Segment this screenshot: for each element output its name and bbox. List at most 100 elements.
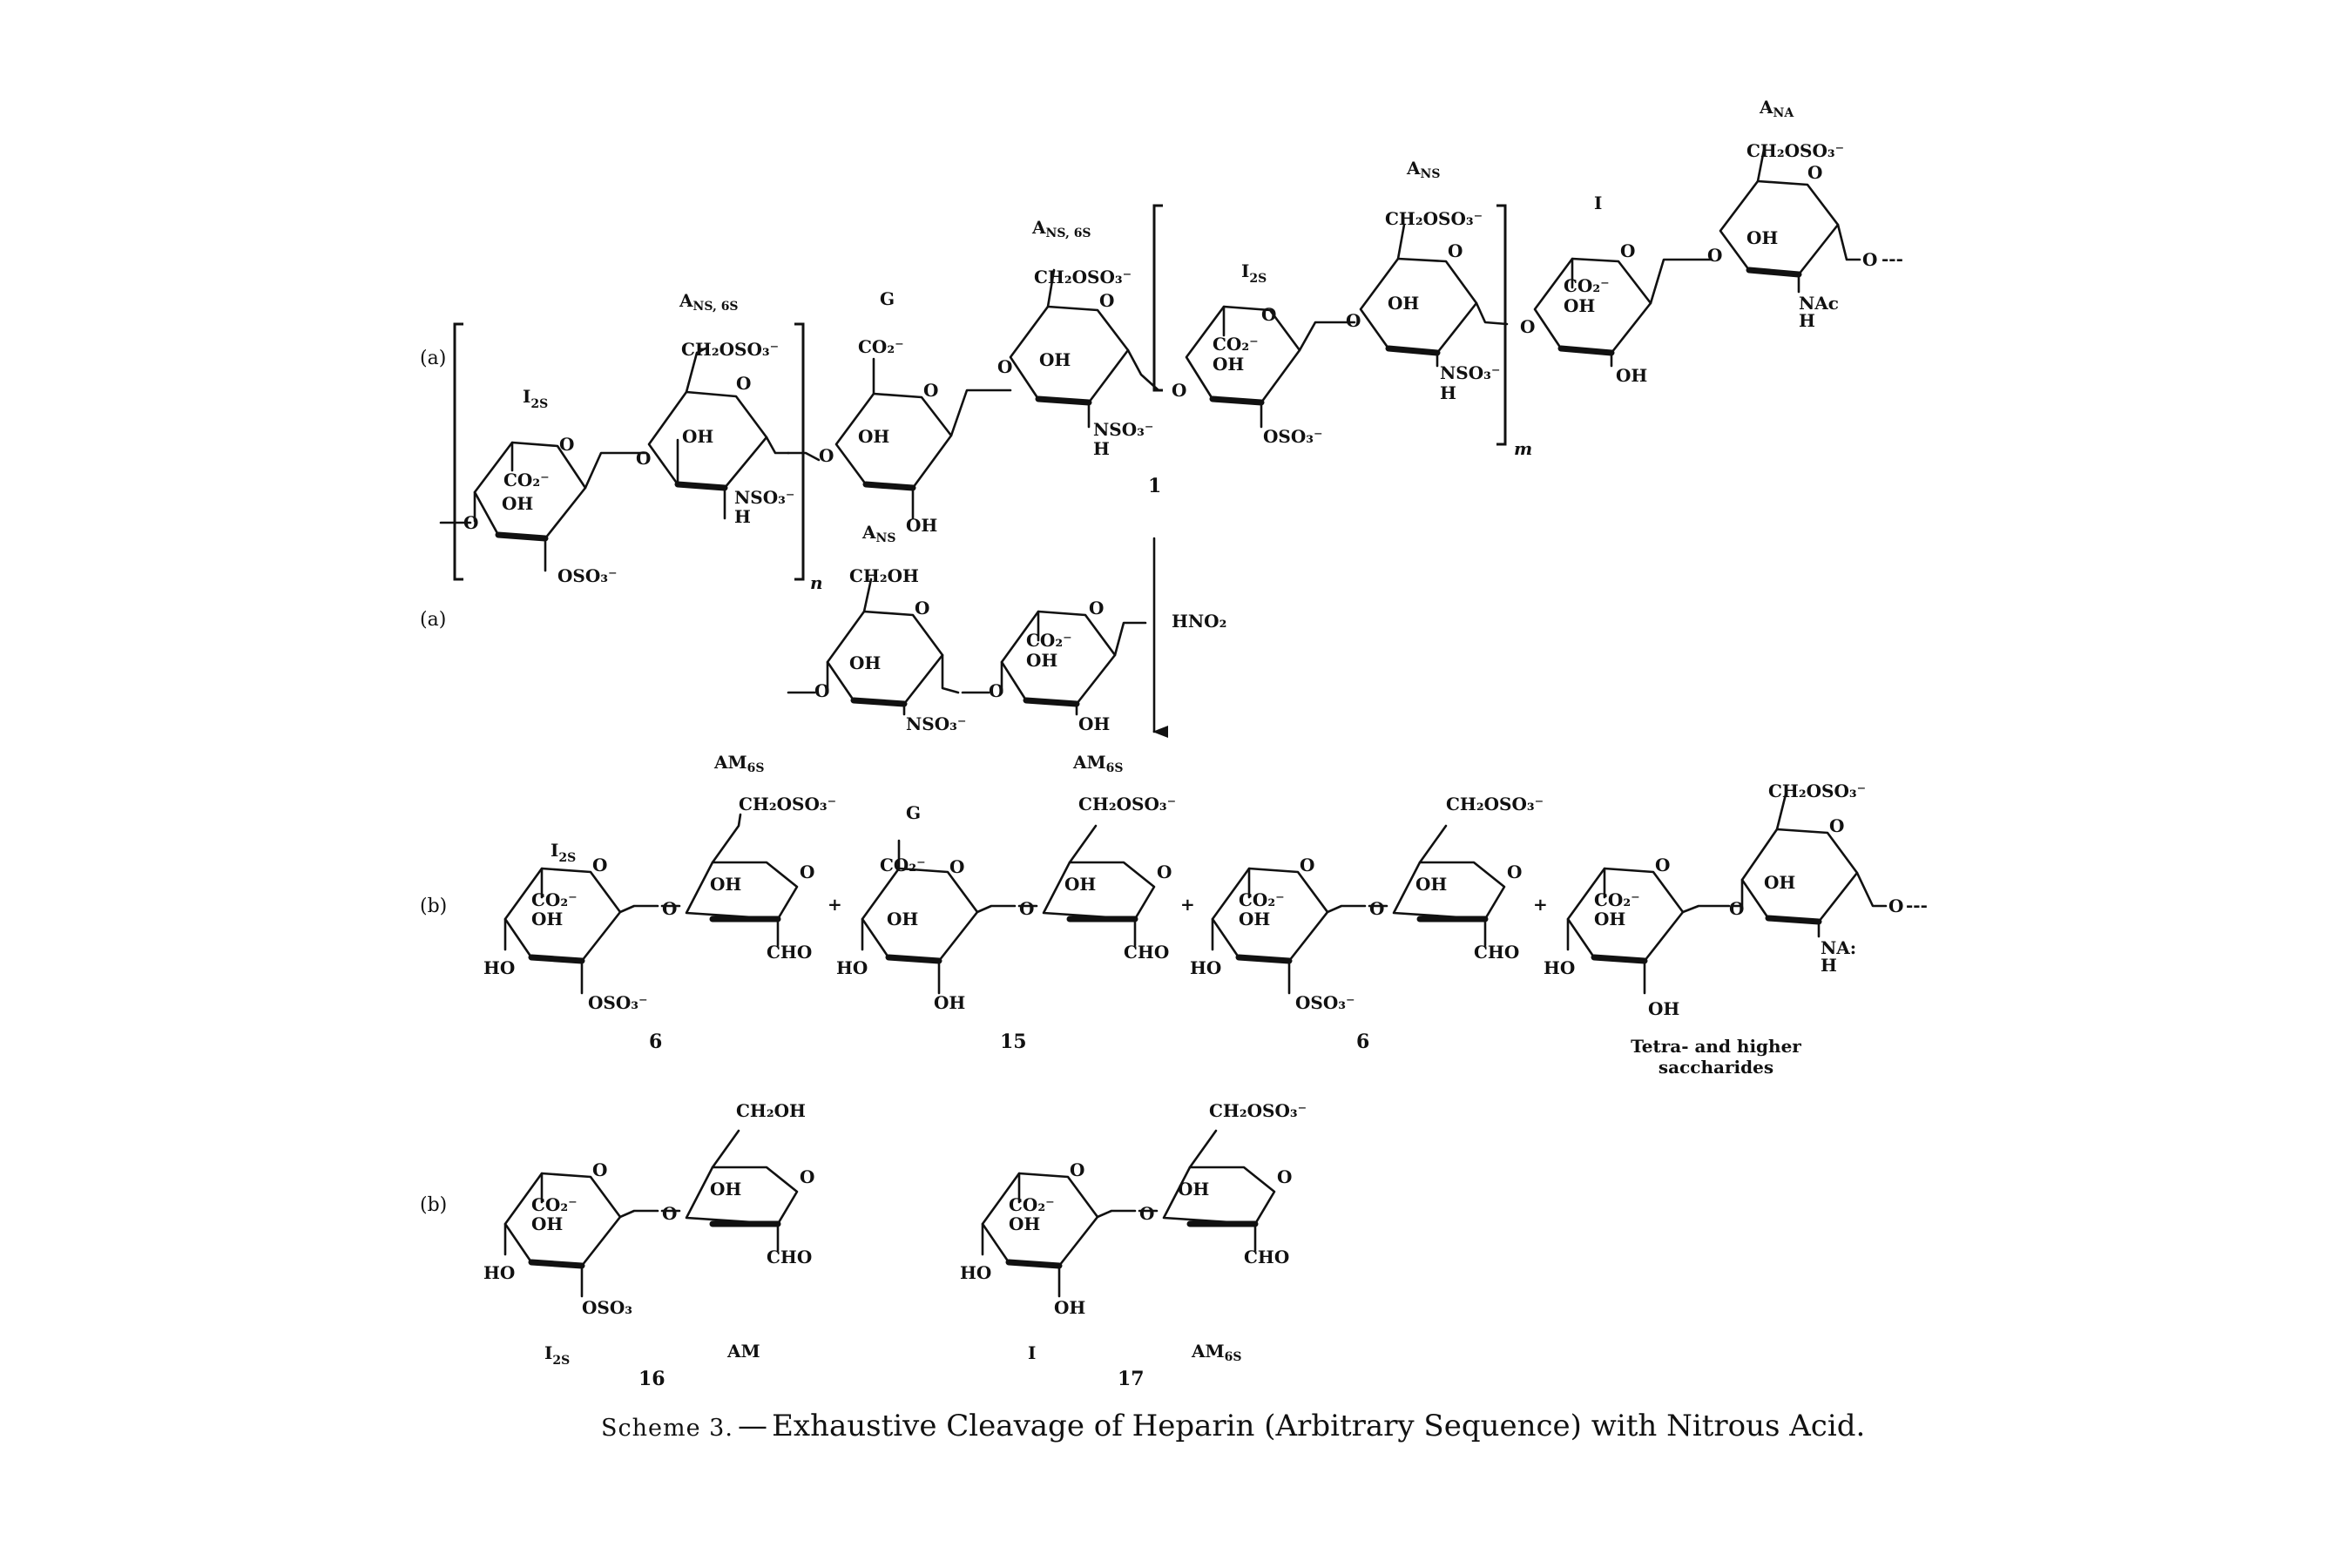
repeat-bracket-m-left — [1152, 204, 1163, 392]
row-label-a2: (a) — [420, 609, 446, 631]
repeat-m: m — [1514, 438, 1532, 459]
residue-label-I2S-a: I2S — [523, 386, 548, 411]
svg-text:CHO: CHO — [1474, 942, 1519, 963]
product-6b-anhydromannose: CH₂OSO₃⁻ O OH O CHO — [1368, 794, 1544, 963]
svg-text:O: O — [989, 680, 1003, 701]
residue-label-I-17: I — [1028, 1342, 1036, 1363]
reagent-label: HNO₂ — [1172, 611, 1226, 632]
svg-text:OH: OH — [858, 426, 889, 447]
svg-text:OH: OH — [1178, 1179, 1209, 1200]
svg-text:HO: HO — [1544, 957, 1575, 978]
svg-text:OH: OH — [1764, 872, 1795, 893]
compound-16: 16 — [638, 1368, 665, 1390]
svg-text:O: O — [1520, 316, 1535, 337]
residue-label-ANS6S-a: ANS, 6S — [679, 290, 739, 314]
row-label-b2: (b) — [420, 1194, 447, 1216]
plus-3: + — [1533, 894, 1548, 915]
ring-glucosamine-na-a: CH₂OSO₃⁻ O O OH O --- NAc H — [1707, 140, 1903, 331]
svg-text:O: O — [800, 1166, 814, 1187]
svg-text:O: O — [736, 373, 751, 394]
product-15-glucuronic: CO₂⁻ O OH HO OH — [836, 839, 1017, 1013]
svg-text:O: O — [1277, 1166, 1292, 1187]
svg-text:OH: OH — [1054, 1297, 1085, 1318]
svg-text:CH₂OSO₃⁻: CH₂OSO₃⁻ — [1209, 1100, 1307, 1121]
svg-text:CH₂OSO₃⁻: CH₂OSO₃⁻ — [1034, 267, 1132, 287]
svg-text:O: O — [923, 380, 938, 401]
residue-label-AM6S-b1: AM6S — [713, 752, 765, 775]
repeat-n: n — [810, 572, 823, 593]
svg-text:O: O — [1346, 310, 1361, 331]
svg-text:O: O — [662, 1203, 677, 1224]
svg-text:CHO: CHO — [767, 942, 812, 963]
svg-text:H: H — [1821, 955, 1837, 976]
svg-text:NAc: NAc — [1799, 293, 1839, 314]
svg-text:O: O — [1157, 862, 1172, 882]
svg-text:CH₂OSO₃⁻: CH₂OSO₃⁻ — [739, 794, 836, 814]
residue-label-ANS-mid: ANS — [861, 522, 895, 545]
svg-text:O: O — [1448, 240, 1463, 261]
svg-text:O: O — [1507, 862, 1522, 882]
product-tetra-glucosamine: CH₂OSO₃⁻ O OH O O --- NA: H — [1729, 781, 1928, 976]
svg-text:O: O — [997, 356, 1012, 377]
compound-17: 17 — [1118, 1368, 1145, 1390]
svg-text:O: O — [1620, 240, 1635, 261]
svg-text:CO₂⁻: CO₂⁻ — [503, 470, 550, 490]
product-16-uronic: O CO₂⁻ OH HO OSO₃ — [483, 1159, 659, 1318]
scheme-caption: Scheme 3. — Exhaustive Cleavage of Hepar… — [601, 1409, 1865, 1443]
svg-text:OH: OH — [531, 909, 563, 929]
svg-text:O: O — [1139, 1203, 1154, 1224]
residue-label-I2S-a2: I2S — [1241, 260, 1267, 286]
svg-text:H: H — [1093, 438, 1110, 459]
svg-text:O: O — [636, 448, 651, 469]
compound-1: 1 — [1148, 475, 1161, 497]
ring-iduronic-2s-a: O CO₂⁻ OH O OSO₃⁻ — [439, 434, 648, 586]
svg-text:O: O — [819, 445, 834, 466]
row-label-a: (a) — [420, 348, 446, 369]
svg-text:OH: OH — [1564, 295, 1595, 316]
svg-text:HO: HO — [1190, 957, 1221, 978]
compound-6-first: 6 — [649, 1031, 662, 1053]
svg-text:OH: OH — [906, 515, 937, 536]
svg-text:OSO₃⁻: OSO₃⁻ — [557, 565, 618, 586]
svg-text:OH: OH — [1064, 874, 1096, 895]
svg-text:OH: OH — [710, 1179, 741, 1200]
svg-text:OH: OH — [1009, 1213, 1040, 1234]
svg-text:O: O — [1888, 896, 1903, 916]
svg-text:NA:: NA: — [1821, 937, 1856, 958]
residue-label-I2S-b1: I2S — [551, 840, 576, 865]
svg-text:O: O — [1369, 898, 1384, 919]
svg-text:OSO₃: OSO₃ — [582, 1297, 632, 1318]
tetra-note-line2: saccharides — [1659, 1057, 1773, 1078]
svg-text:---: --- — [1881, 248, 1903, 269]
svg-text:CH₂OSO₃⁻: CH₂OSO₃⁻ — [1768, 781, 1866, 801]
ring-glucosamine-ns6s-a2: CH₂OSO₃⁻ O O OH NSO₃⁻ H — [997, 267, 1160, 459]
svg-text:HO: HO — [483, 1262, 515, 1283]
svg-text:OH: OH — [1213, 354, 1244, 375]
svg-text:NSO₃⁻: NSO₃⁻ — [1440, 362, 1500, 383]
svg-text:OSO₃⁻: OSO₃⁻ — [1263, 426, 1323, 447]
svg-text:OH: OH — [1026, 650, 1057, 671]
repeat-bracket-left — [453, 322, 463, 581]
svg-text:H: H — [1440, 382, 1456, 403]
svg-text:O: O — [1099, 290, 1114, 311]
svg-text:O: O — [1070, 1159, 1084, 1180]
svg-text:OH: OH — [1594, 909, 1625, 929]
svg-text:OH: OH — [682, 426, 713, 447]
compound-6-second: 6 — [1356, 1031, 1369, 1053]
ring-glucosamine-ns6s-a: CH₂OSO₃⁻ O OH O NSO₃⁻ H — [636, 339, 794, 527]
svg-text:CO₂⁻: CO₂⁻ — [531, 1194, 578, 1215]
svg-text:---: --- — [1906, 895, 1928, 916]
svg-text:HO: HO — [483, 957, 515, 978]
svg-text:NSO₃⁻: NSO₃⁻ — [734, 487, 794, 508]
ring-glucosamine-ns-a: CH₂OSO₃⁻ O O OH NSO₃⁻ H — [1346, 208, 1509, 403]
product-6b-uronic: O CO₂⁻ OH HO OSO₃⁻ — [1190, 855, 1367, 1013]
svg-text:CO₂⁻: CO₂⁻ — [880, 855, 926, 875]
product-16-anhydromannose: CH₂OH O OH O CHO — [660, 1100, 814, 1267]
svg-text:OSO₃⁻: OSO₃⁻ — [588, 992, 648, 1013]
plus-1: + — [828, 894, 842, 915]
svg-text:O: O — [915, 598, 929, 618]
svg-text:OH: OH — [710, 874, 741, 895]
svg-text:O: O — [1019, 898, 1034, 919]
svg-text:OH: OH — [531, 1213, 563, 1234]
